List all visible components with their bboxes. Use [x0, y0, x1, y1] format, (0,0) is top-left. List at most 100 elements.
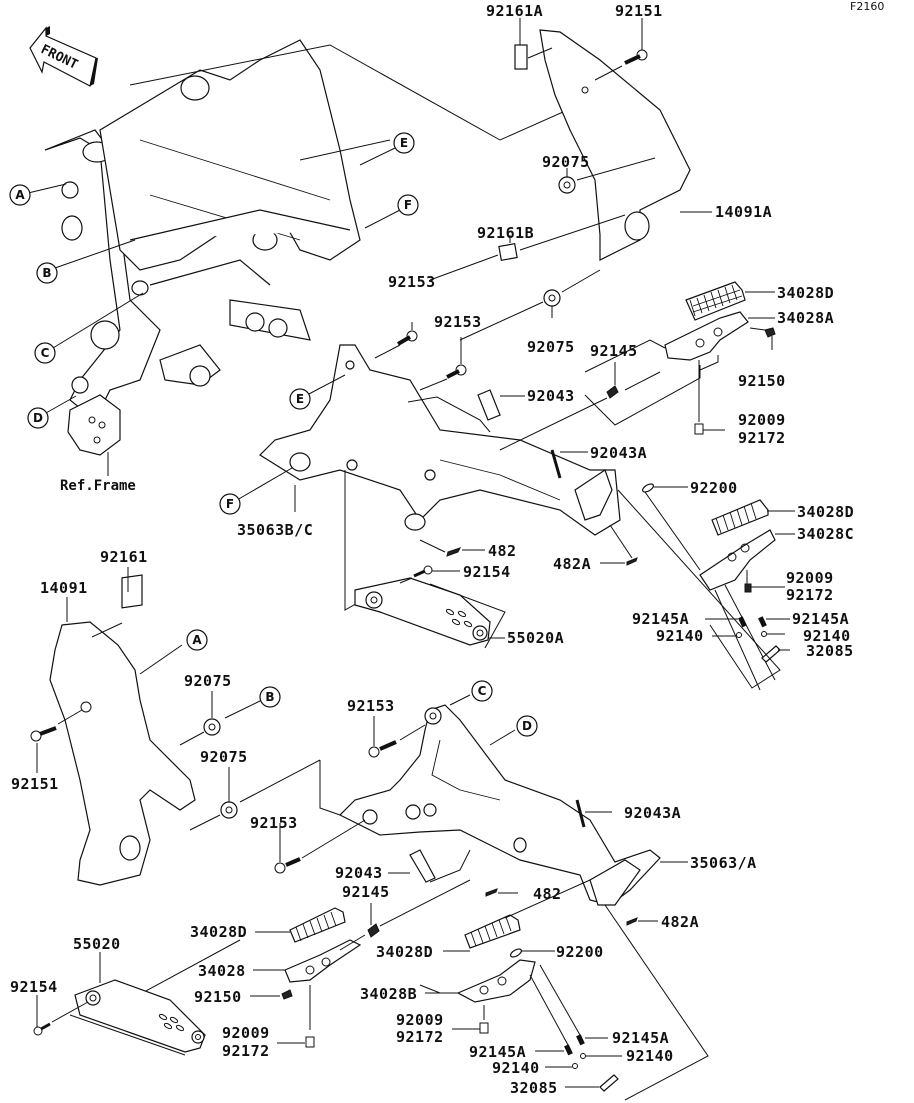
part-label[interactable]: 92145A — [469, 1043, 526, 1061]
svg-text:F: F — [226, 497, 234, 511]
callout-f: F — [364, 194, 419, 229]
part-label[interactable]: 482 — [533, 885, 562, 903]
svg-text:C: C — [41, 346, 50, 360]
callout-f-bracket: F — [219, 467, 293, 515]
part-label[interactable]: 92145A — [792, 610, 849, 628]
part-label[interactable]: 92161B — [477, 224, 534, 242]
part-label[interactable]: 92200 — [556, 943, 604, 961]
svg-text:F: F — [404, 198, 412, 212]
part-label[interactable]: 92075 — [542, 153, 590, 171]
part-label[interactable]: 34028D — [190, 923, 247, 941]
front-arrow-icon: FRONT — [29, 26, 98, 87]
part-label[interactable]: 92043A — [624, 804, 681, 822]
part-label[interactable]: 92140 — [626, 1047, 674, 1065]
svg-text:B: B — [265, 690, 274, 704]
part-label[interactable]: 34028D — [777, 284, 834, 302]
part-label[interactable]: 482 — [488, 542, 517, 560]
frame-cover-left-drawing — [30, 567, 321, 886]
part-label[interactable]: 92172 — [222, 1042, 270, 1060]
part-labels: 92161A 92151 92075 14091A 92161B 92153 9… — [10, 2, 854, 1097]
part-label[interactable]: 92161 — [100, 548, 148, 566]
bolt-icon — [479, 1022, 489, 1034]
part-label[interactable]: 14091 — [40, 579, 88, 597]
part-label[interactable]: 55020 — [73, 935, 121, 953]
part-label[interactable]: 92043 — [527, 387, 575, 405]
part-label[interactable]: 92140 — [656, 627, 704, 645]
bolt-icon — [368, 740, 397, 758]
callout-a: A — [9, 183, 67, 206]
bolt-icon — [30, 726, 57, 742]
part-label[interactable]: 92009 — [396, 1011, 444, 1029]
part-label[interactable]: 92075 — [200, 748, 248, 766]
part-label[interactable]: 34028D — [376, 943, 433, 961]
svg-text:A: A — [15, 188, 25, 202]
heel-guard-upper-drawing — [354, 565, 506, 649]
part-label[interactable]: 34028A — [777, 309, 834, 327]
part-label[interactable]: 92043 — [335, 864, 383, 882]
part-label[interactable]: 92154 — [10, 978, 58, 996]
part-label[interactable]: 35063B/C — [237, 521, 313, 539]
svg-text:E: E — [296, 392, 304, 406]
footpeg-bracket-lower-drawing — [274, 694, 688, 938]
bolt-icon — [396, 330, 418, 346]
svg-text:D: D — [522, 719, 532, 733]
part-label[interactable]: 92009 — [222, 1024, 270, 1042]
part-label[interactable]: 92153 — [434, 313, 482, 331]
part-label[interactable]: 92145 — [342, 883, 390, 901]
frame-cover-right-drawing — [429, 18, 712, 281]
part-label[interactable]: 92151 — [615, 2, 663, 20]
part-label[interactable]: 92161A — [486, 2, 543, 20]
part-label[interactable]: 14091A — [715, 203, 772, 221]
callout-d-bracket: D — [516, 715, 538, 737]
part-label[interactable]: 92154 — [463, 563, 511, 581]
svg-text:D: D — [33, 411, 43, 425]
part-label[interactable]: 92075 — [184, 672, 232, 690]
part-label[interactable]: 92200 — [690, 479, 738, 497]
part-label[interactable]: 92153 — [347, 697, 395, 715]
part-label[interactable]: 92145A — [632, 610, 689, 628]
part-label[interactable]: 34028C — [797, 525, 854, 543]
reference-frame-drawing — [44, 39, 361, 476]
part-label[interactable]: 92150 — [738, 372, 786, 390]
part-label[interactable]: 92009 — [738, 411, 786, 429]
bolt-icon — [274, 857, 301, 874]
part-label[interactable]: 92140 — [803, 627, 851, 645]
part-label[interactable]: 92151 — [11, 775, 59, 793]
part-label[interactable]: 55020A — [507, 629, 564, 647]
callout-a-cover: A — [186, 629, 208, 651]
part-label[interactable]: 92153 — [250, 814, 298, 832]
bolt-icon — [446, 364, 467, 379]
svg-text:B: B — [42, 266, 51, 280]
callout-c: C — [34, 292, 144, 364]
bolt-icon — [624, 49, 648, 65]
part-label[interactable]: 92172 — [396, 1028, 444, 1046]
part-label[interactable]: 92075 — [527, 338, 575, 356]
footpeg-lower-right-drawing — [617, 483, 795, 691]
part-label[interactable]: 92172 — [786, 586, 834, 604]
part-label[interactable]: 92009 — [786, 569, 834, 587]
bolt-icon — [33, 1022, 51, 1036]
bolt-icon — [413, 565, 433, 578]
part-label[interactable]: 92150 — [194, 988, 242, 1006]
footpeg-bracket-upper-drawing — [259, 269, 701, 611]
part-label[interactable]: 34028 — [198, 962, 246, 980]
part-label[interactable]: 34028D — [797, 503, 854, 521]
part-label[interactable]: 92172 — [738, 429, 786, 447]
footpeg-upper-right-drawing — [664, 281, 776, 435]
callout-d: D — [27, 395, 77, 429]
part-label[interactable]: 35063/A — [690, 854, 757, 872]
part-label[interactable]: 482A — [661, 913, 699, 931]
part-label[interactable]: 92145 — [590, 342, 638, 360]
part-label[interactable]: 32085 — [806, 642, 854, 660]
part-label[interactable]: 92140 — [492, 1059, 540, 1077]
rubber-ridges — [689, 284, 738, 317]
part-label[interactable]: 92153 — [388, 273, 436, 291]
callout-e: E — [359, 132, 415, 166]
part-label[interactable]: 482A — [553, 555, 591, 573]
part-label[interactable]: 92145A — [612, 1029, 669, 1047]
part-label[interactable]: 34028B — [360, 985, 417, 1003]
part-label[interactable]: 92043A — [590, 444, 647, 462]
svg-text:A: A — [192, 633, 202, 647]
part-label[interactable]: 32085 — [510, 1079, 558, 1097]
